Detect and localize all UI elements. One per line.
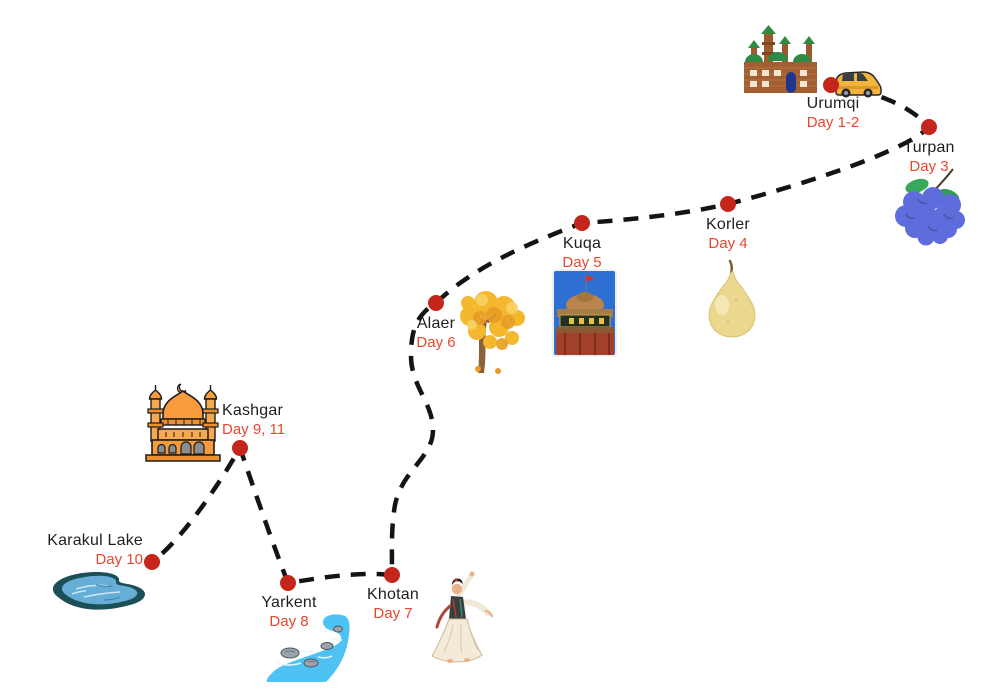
stop-label-yarkent: Yarkent Day 8 — [261, 594, 316, 630]
city-name: Khotan — [367, 586, 419, 603]
stop-label-urumqi: Urumqi Day 1-2 — [807, 95, 860, 131]
karakul-lake-illustration — [52, 571, 145, 610]
stop-marker-kuqa — [574, 215, 590, 231]
stop-label-khotan: Khotan Day 7 — [367, 586, 419, 622]
khotan-dancer-illustration — [431, 571, 494, 663]
kuqa-temple-photo — [552, 269, 617, 357]
tour-van-illustration — [835, 71, 882, 98]
day-range: Day 1-2 — [806, 113, 860, 131]
stop-marker-korler — [720, 196, 736, 212]
route-path — [150, 82, 933, 586]
stop-label-alaer: Alaer Day 6 — [416, 315, 455, 351]
stop-label-korler: Korler Day 4 — [706, 216, 750, 252]
day-range: Day 9, 11 — [222, 420, 286, 438]
stop-marker-karakul-lake — [144, 554, 160, 570]
city-name: Karakul Lake — [47, 532, 143, 549]
korler-pear-illustration — [708, 259, 756, 338]
turpan-grapes-illustration — [895, 168, 965, 246]
kashgar-mosque-illustration — [145, 383, 221, 462]
day-range: Day 6 — [416, 333, 456, 351]
day-range: Day 4 — [708, 234, 748, 252]
stop-label-turpan: Turpan Day 3 — [903, 139, 954, 175]
day-range: Day 7 — [373, 604, 413, 622]
stop-marker-yarkent — [280, 575, 296, 591]
stop-label-karakul-lake: Karakul Lake Day 10 — [47, 532, 143, 568]
stop-marker-khotan — [384, 567, 400, 583]
stop-marker-urumqi — [823, 77, 839, 93]
urumqi-mosque-illustration — [744, 25, 817, 93]
city-name: Urumqi — [806, 95, 860, 112]
city-name: Yarkent — [261, 594, 317, 611]
day-range: Day 8 — [269, 612, 309, 630]
stop-marker-kashgar — [232, 440, 248, 456]
stop-marker-alaer — [428, 295, 444, 311]
day-range: Day 5 — [562, 253, 602, 271]
city-name: Turpan — [903, 139, 955, 156]
day-range: Day 10 — [95, 550, 143, 568]
city-name: Alaer — [416, 315, 456, 332]
stop-label-kuqa: Kuqa Day 5 — [562, 235, 601, 271]
city-name: Kashgar — [222, 402, 283, 419]
city-name: Korler — [706, 216, 750, 233]
stop-label-kashgar: Kashgar Day 9, 11 — [222, 402, 285, 438]
stop-marker-turpan — [921, 119, 937, 135]
alaer-tree-illustration — [460, 291, 525, 374]
yarkent-river-illustration — [266, 614, 350, 682]
city-name: Kuqa — [562, 235, 602, 252]
day-range: Day 3 — [909, 157, 949, 175]
